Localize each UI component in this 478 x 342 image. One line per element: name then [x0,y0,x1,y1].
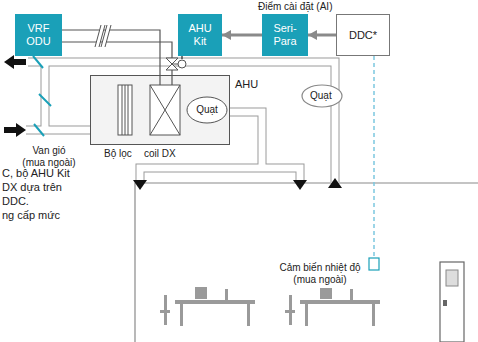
box-heading: AHU [235,78,258,90]
box-text: VRF ODU [21,22,56,48]
box-text: DDC* [349,29,377,42]
ahu-casing [90,75,230,145]
coil-symbol [150,85,180,135]
note-text: DX dựa trên [2,180,62,194]
part-label: coil DX [144,148,176,160]
room-outline [135,183,478,342]
signal-arrow [222,34,262,37]
sensor-label: Cảm biến nhiệt độ (mua ngoài) [274,262,366,286]
refrigerant-pipe [62,30,160,75]
fan-ellipse: Quạt [186,96,228,124]
valve-symbol [166,58,186,70]
damper-symbol [33,56,51,136]
signal-arrow [308,34,336,37]
filter-symbol [118,85,132,135]
note-text: DDC. [2,194,29,208]
ahu-box: AHUQuạt [90,75,230,145]
refrigerant-pipe [62,42,172,85]
setpoint-label: Điểm cài đặt (AI) [258,1,332,13]
damper-label: Van gió (mua ngoài) [20,145,78,169]
unit-box: VRF ODU [15,14,62,56]
control-signal-line [181,56,182,60]
part-label: Bộ lọc [104,148,132,160]
box-text: Seri- Para [265,22,305,48]
temperature-sensor [369,258,379,270]
note-text: C, bộ AHU Kit [2,166,70,180]
refrigerant-pipe [159,75,160,85]
ddc-box: DDC* [336,14,390,56]
fan-label: Quạt [309,90,333,102]
controller-box: Seri- Para [262,14,308,56]
box-text: AHU Kit [181,22,219,48]
office-furniture [160,287,380,326]
note-text: ng cấp mức [2,208,60,222]
kit-box: AHU Kit [178,14,222,56]
box-text: Quạt [196,104,218,116]
return-fan [302,85,342,107]
door [440,262,464,342]
sensor-signal-line [373,56,375,258]
